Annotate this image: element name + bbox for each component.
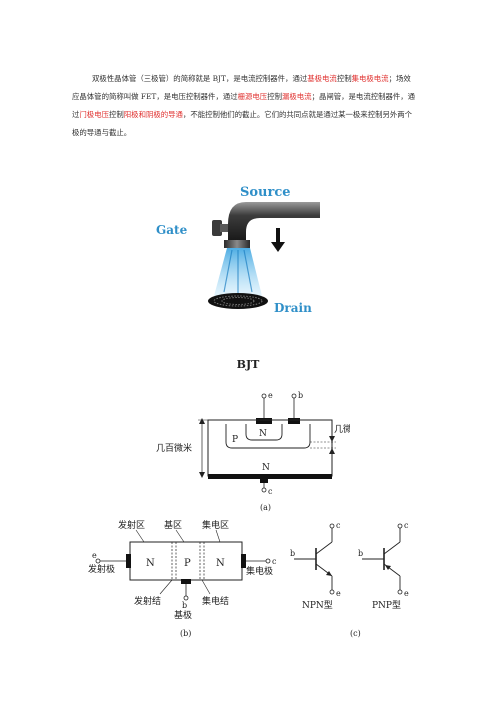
bjt-structure-diagram: 发射区 基区 集电区 N P N e 发射极 c 集电极 b 发射结 集电结 基… xyxy=(88,519,277,638)
drain-label: Drain xyxy=(274,301,312,315)
p-middle-label: P xyxy=(184,558,191,569)
p-region-label: P xyxy=(232,435,238,445)
base-label: 基极 xyxy=(174,609,192,621)
collector-contact-side xyxy=(241,554,246,568)
npn-symbol: c b e NPN型 xyxy=(290,521,341,611)
pnp-type-label: PNP型 xyxy=(372,600,401,611)
figure-b-caption: (b) xyxy=(180,629,191,638)
text-segment: 控制 xyxy=(108,110,124,119)
n-left-label: N xyxy=(146,558,155,569)
collector-region-label: 集电区 xyxy=(202,519,229,531)
bjt-cross-section-diagram: e b P N N c 几百微米 几微米 (a) xyxy=(156,391,350,512)
bjt-heading: BJT xyxy=(236,358,260,371)
fet-faucet-illustration: Source Gate Drain xyxy=(156,185,320,315)
npn-b-label: b xyxy=(290,549,295,558)
terminal-c-node xyxy=(265,558,271,564)
figure-c-caption: (c) xyxy=(350,629,361,638)
terminal-e-label: e xyxy=(268,391,273,400)
terminal-b-label: b xyxy=(298,391,303,400)
source-label: Source xyxy=(240,185,291,200)
base-contact xyxy=(288,418,300,424)
faucet-nozzle xyxy=(224,240,250,248)
npn-type-label: NPN型 xyxy=(302,600,333,611)
gate-valve xyxy=(212,220,222,236)
n-collector-label: N xyxy=(262,463,270,473)
collector-contact xyxy=(208,474,332,479)
highlight-gate-voltage: 门极电压 xyxy=(79,110,109,119)
text-segment: 控制 xyxy=(267,92,282,101)
highlight-base-current: 基极电流 xyxy=(307,74,337,83)
emitter-contact-side xyxy=(126,554,131,568)
terminal-b-node xyxy=(183,595,189,601)
emitter-contact xyxy=(256,418,272,424)
terminal-e-label: e xyxy=(92,551,97,560)
pnp-b-label: b xyxy=(358,549,363,558)
collector-junction-label: 集电结 xyxy=(202,595,229,607)
text-segment: ；晶闸管，是电流控制器件，通过 xyxy=(72,92,416,119)
emitter-label: 发射极 xyxy=(88,563,115,575)
highlight-drain-current: 漏极电流 xyxy=(282,92,312,101)
pnp-c-label: c xyxy=(404,521,409,530)
terminal-e-node xyxy=(95,558,101,564)
drain-grate xyxy=(208,293,268,309)
base-contact-bottom xyxy=(181,579,191,584)
gate-label: Gate xyxy=(156,223,188,237)
label-hundreds-microns: 几百微米 xyxy=(156,442,192,454)
text-segment: ，不能控制他们的截止。它们的共同点就是通过某一极来控制另外两个极的导通与截止。 xyxy=(72,110,413,137)
p-region xyxy=(225,424,311,449)
highlight-collector-current: 集电极电流 xyxy=(351,74,389,83)
text-segment: ；场效应晶体管的简称叫做 FET，是电压控制器件，通过 xyxy=(72,74,411,101)
npn-c-label: c xyxy=(336,521,341,530)
terminal-c-label: c xyxy=(272,557,277,566)
pnp-symbol: c b e PNP型 xyxy=(358,521,409,611)
gate-valve-stem xyxy=(220,224,228,232)
n-emitter-region xyxy=(245,424,283,441)
terminal-c-node xyxy=(261,487,267,493)
figure-a-caption: (a) xyxy=(260,503,271,512)
highlight-gate-source-voltage: 栅源电压 xyxy=(237,92,268,101)
terminal-c-label: c xyxy=(268,487,273,496)
emitter-region-label: 发射区 xyxy=(118,519,145,531)
terminal-b-node xyxy=(291,393,297,399)
bjt-symbols-diagram: c b e NPN型 c b e PNP型 (c) xyxy=(290,521,409,638)
pnp-e-label: e xyxy=(404,589,409,598)
label-microns: 几微米 xyxy=(334,423,350,435)
terminal-e-node xyxy=(261,393,267,399)
faucet-pipe xyxy=(228,202,320,240)
flow-arrowhead xyxy=(271,242,285,252)
text-segment: 双极性晶体管（三极管）的简称就是 BJT，是电流控制器件，通过 xyxy=(92,74,308,83)
intro-paragraph: 双极性晶体管（三极管）的简称就是 BJT，是电流控制器件，通过基极电流控制集电极… xyxy=(72,70,418,142)
n-emitter-label: N xyxy=(259,429,267,439)
text-segment: 控制 xyxy=(336,74,352,83)
base-region-label: 基区 xyxy=(164,519,182,531)
npn-e-label: e xyxy=(336,589,341,598)
collector-label: 集电极 xyxy=(246,565,273,577)
highlight-anode-cathode: 阳极和阴极的导通 xyxy=(123,110,183,119)
n-right-label: N xyxy=(216,558,225,569)
emitter-junction-label: 发射结 xyxy=(134,595,161,607)
terminal-b-label: b xyxy=(182,601,187,610)
